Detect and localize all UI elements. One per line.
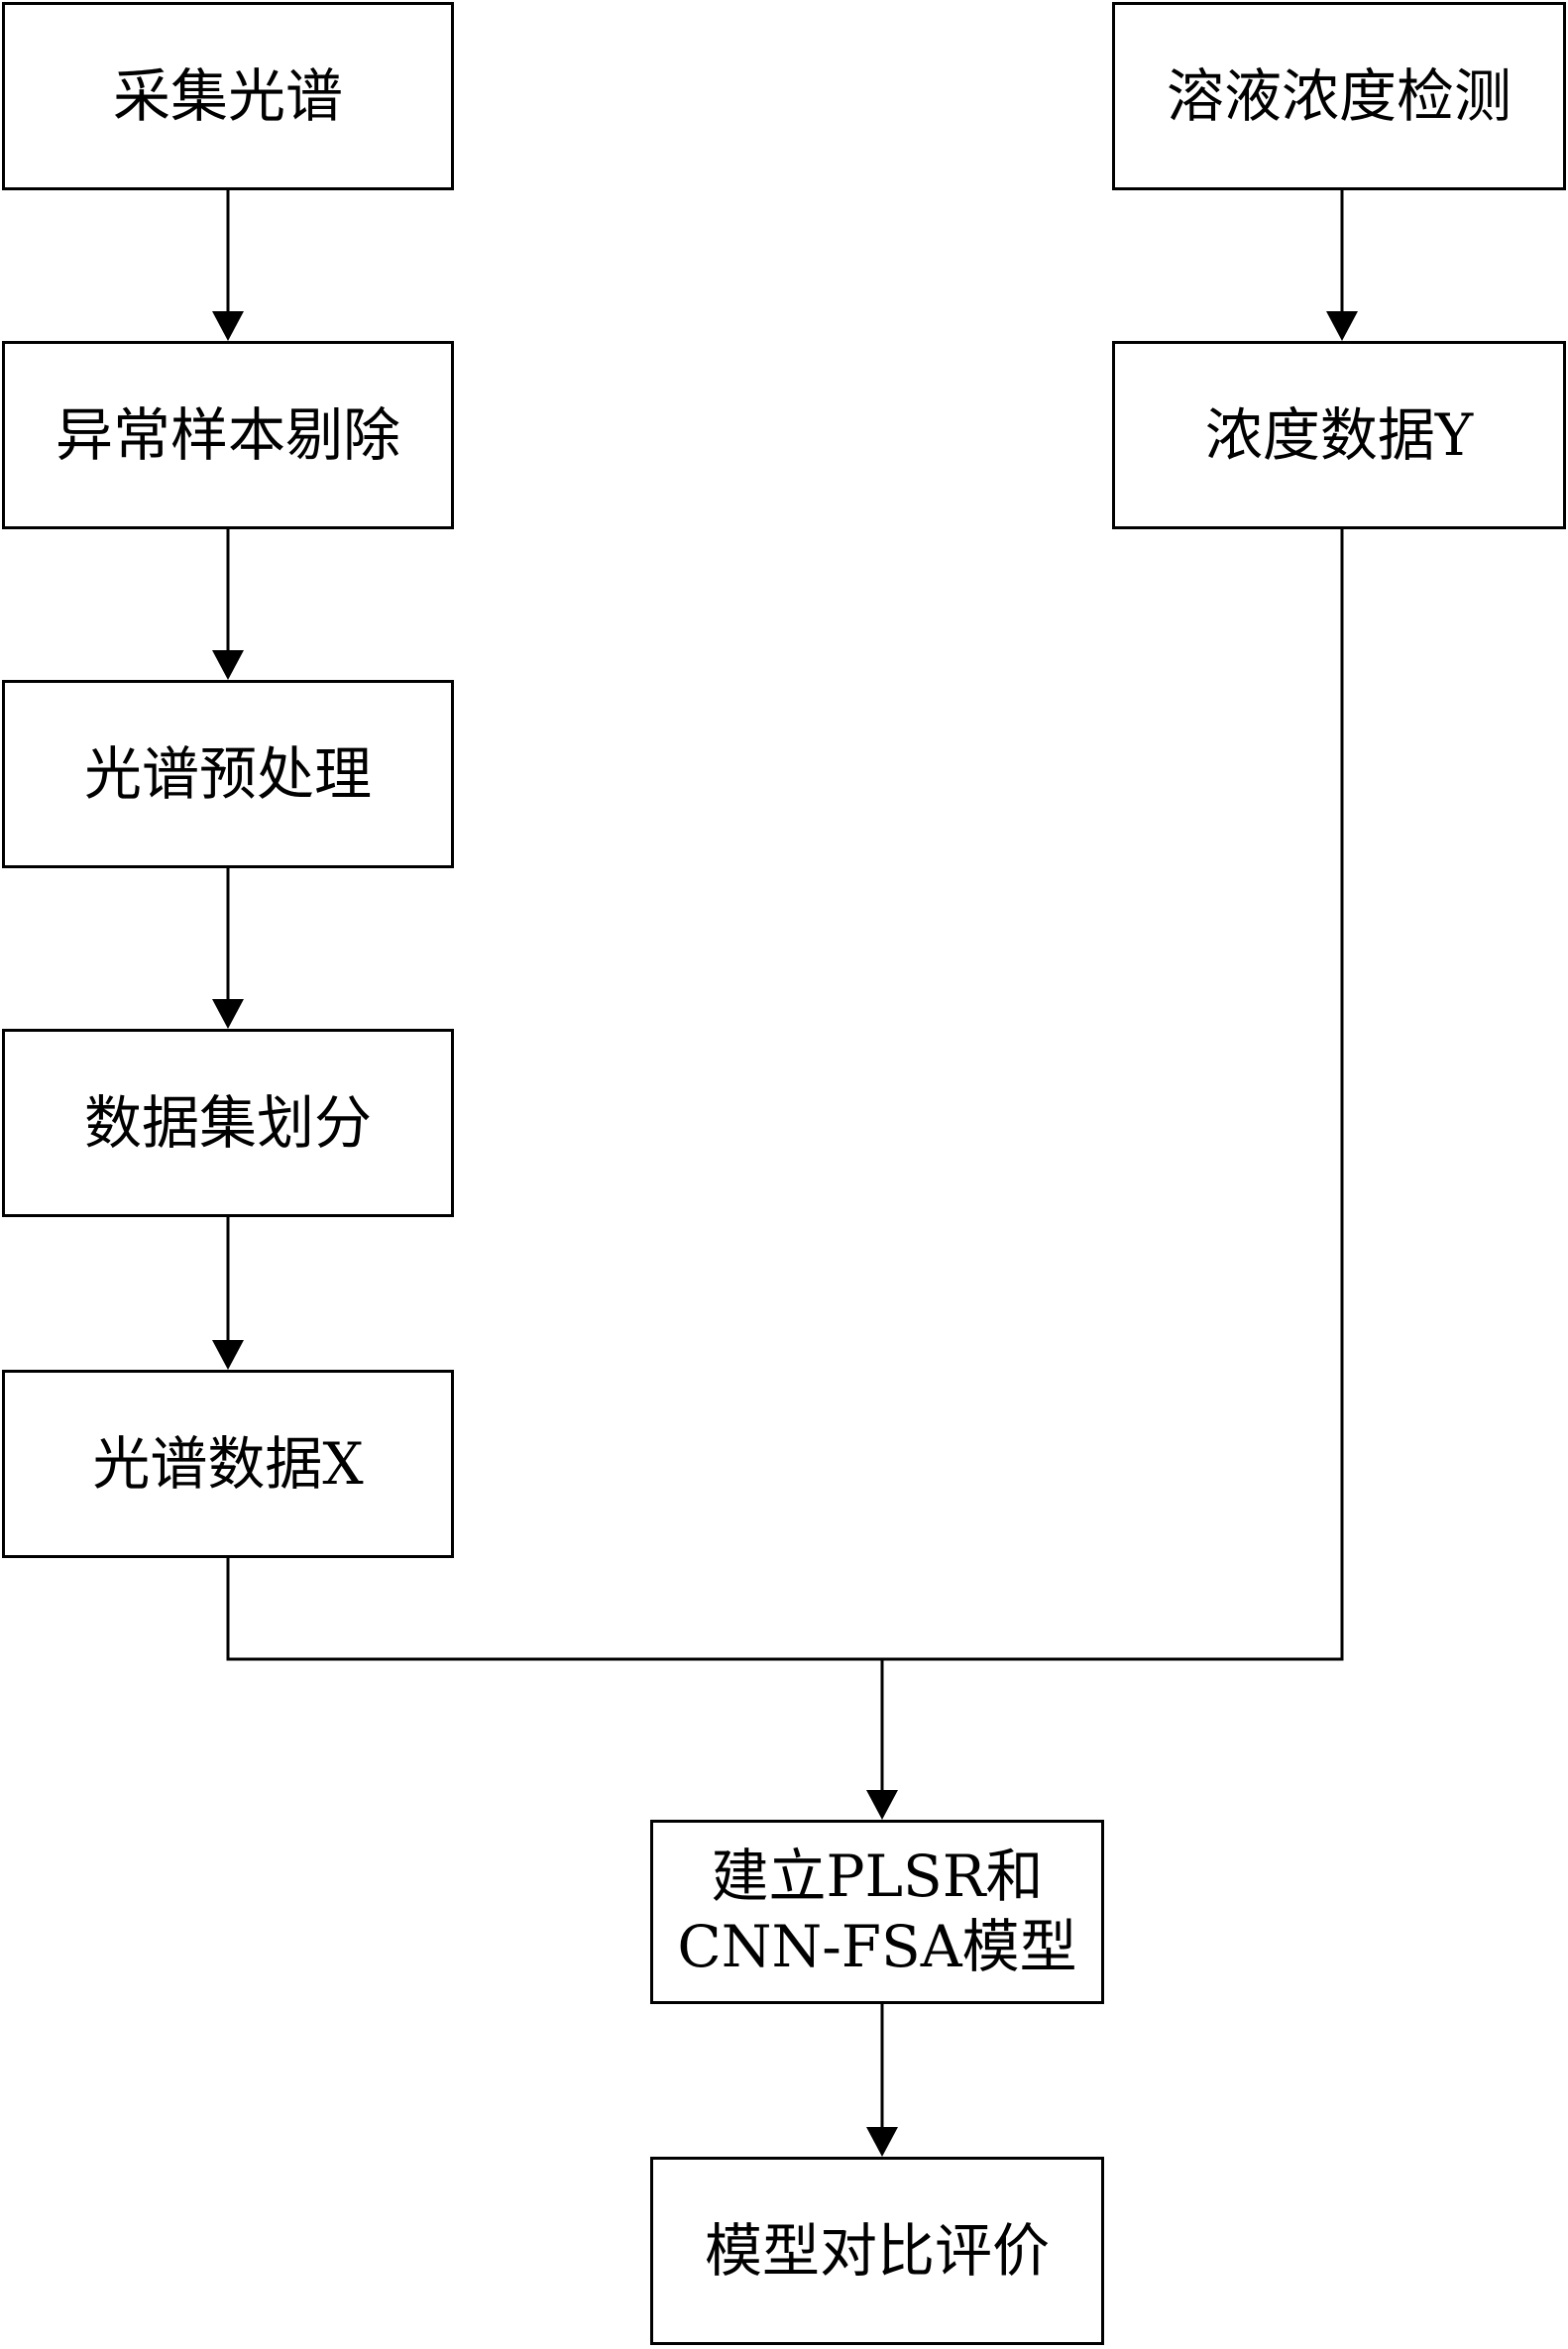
node-model-evaluation: 模型对比评价 bbox=[650, 2157, 1104, 2345]
arrowhead-icon bbox=[212, 999, 244, 1029]
connector-spectraldata-to-merge bbox=[226, 529, 1344, 1661]
node-label-line1: 建立PLSR和 bbox=[711, 1843, 1044, 1911]
arrowhead-icon bbox=[212, 650, 244, 680]
node-label: 数据集划分 bbox=[83, 1088, 372, 1157]
node-spectral-data-x: 光谱数据X bbox=[2, 1370, 454, 1558]
arrowhead-icon bbox=[1326, 311, 1358, 341]
arrowhead-icon bbox=[212, 311, 244, 341]
node-label: 光谱数据X bbox=[92, 1429, 364, 1498]
node-label: 异常样本剔除 bbox=[55, 400, 400, 469]
node-label: 光谱预处理 bbox=[83, 739, 372, 808]
node-label: 浓度数据Y bbox=[1204, 400, 1474, 469]
node-outlier-removal: 异常样本剔除 bbox=[2, 341, 454, 529]
arrowhead-icon bbox=[866, 2127, 898, 2157]
node-label: 溶液浓度检测 bbox=[1166, 61, 1512, 130]
node-collect-spectra: 采集光谱 bbox=[2, 2, 454, 190]
node-build-model: 建立PLSR和 CNN-FSA模型 bbox=[650, 1820, 1104, 2004]
node-concentration-detection: 溶液浓度检测 bbox=[1112, 2, 1566, 190]
arrowhead-icon bbox=[212, 1340, 244, 1370]
arrowhead-icon bbox=[866, 1790, 898, 1820]
node-preprocessing: 光谱预处理 bbox=[2, 680, 454, 868]
node-concentration-data-y: 浓度数据Y bbox=[1112, 341, 1566, 529]
node-label-line2: CNN-FSA模型 bbox=[677, 1913, 1077, 1980]
node-label: 模型对比评价 bbox=[704, 2216, 1050, 2285]
node-dataset-split: 数据集划分 bbox=[2, 1029, 454, 1217]
node-label: 采集光谱 bbox=[112, 61, 343, 130]
